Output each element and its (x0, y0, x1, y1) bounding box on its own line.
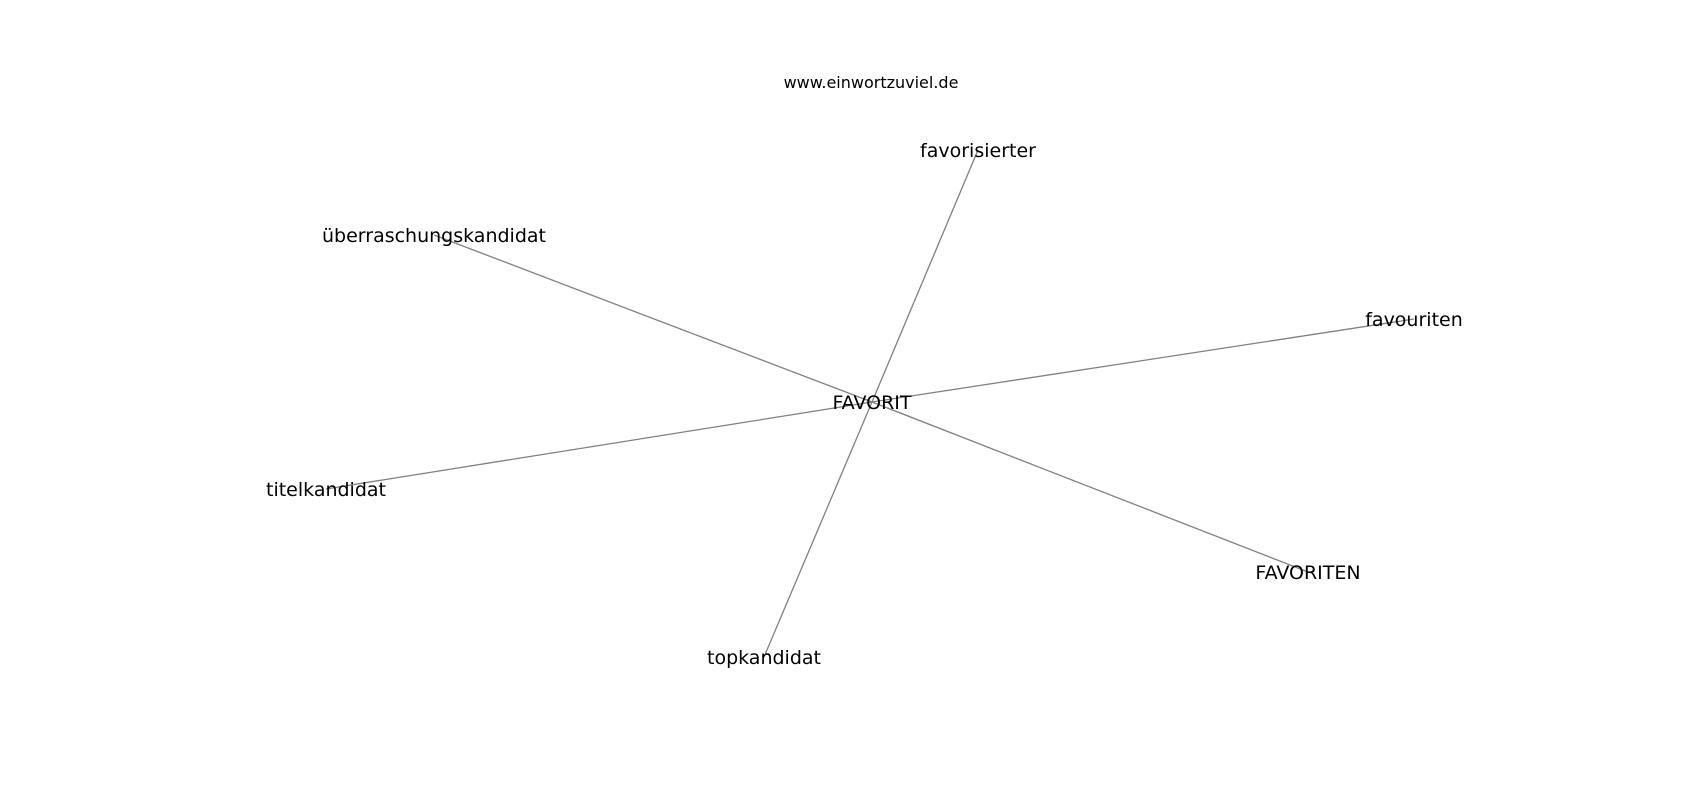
node-label-center: FAVORIT (833, 392, 912, 414)
edge-favorisierter (871, 149, 979, 403)
node-label-favouriten: favouriten (1365, 309, 1463, 331)
edge-ueberraschungskandidat (433, 234, 873, 403)
edge-topkandidat (763, 401, 873, 658)
node-label-topkandidat: topkandidat (707, 647, 821, 669)
edge-favouriten (871, 318, 1415, 403)
node-label-titelkandidat: titelkandidat (266, 479, 386, 501)
edge-FAVORITEN (871, 401, 1309, 573)
nodes-layer: FAVORIT favorisierter überraschungskandida… (266, 140, 1463, 669)
edge-titelkandidat (325, 401, 873, 490)
node-label-ueberraschungskandidat: überraschungskandidat (322, 225, 546, 247)
source-label: www.einwortzuviel.de (784, 73, 959, 92)
edges-layer (325, 149, 1415, 658)
node-label-favorisierter: favorisierter (920, 140, 1036, 162)
node-label-FAVORITEN: FAVORITEN (1255, 562, 1360, 584)
